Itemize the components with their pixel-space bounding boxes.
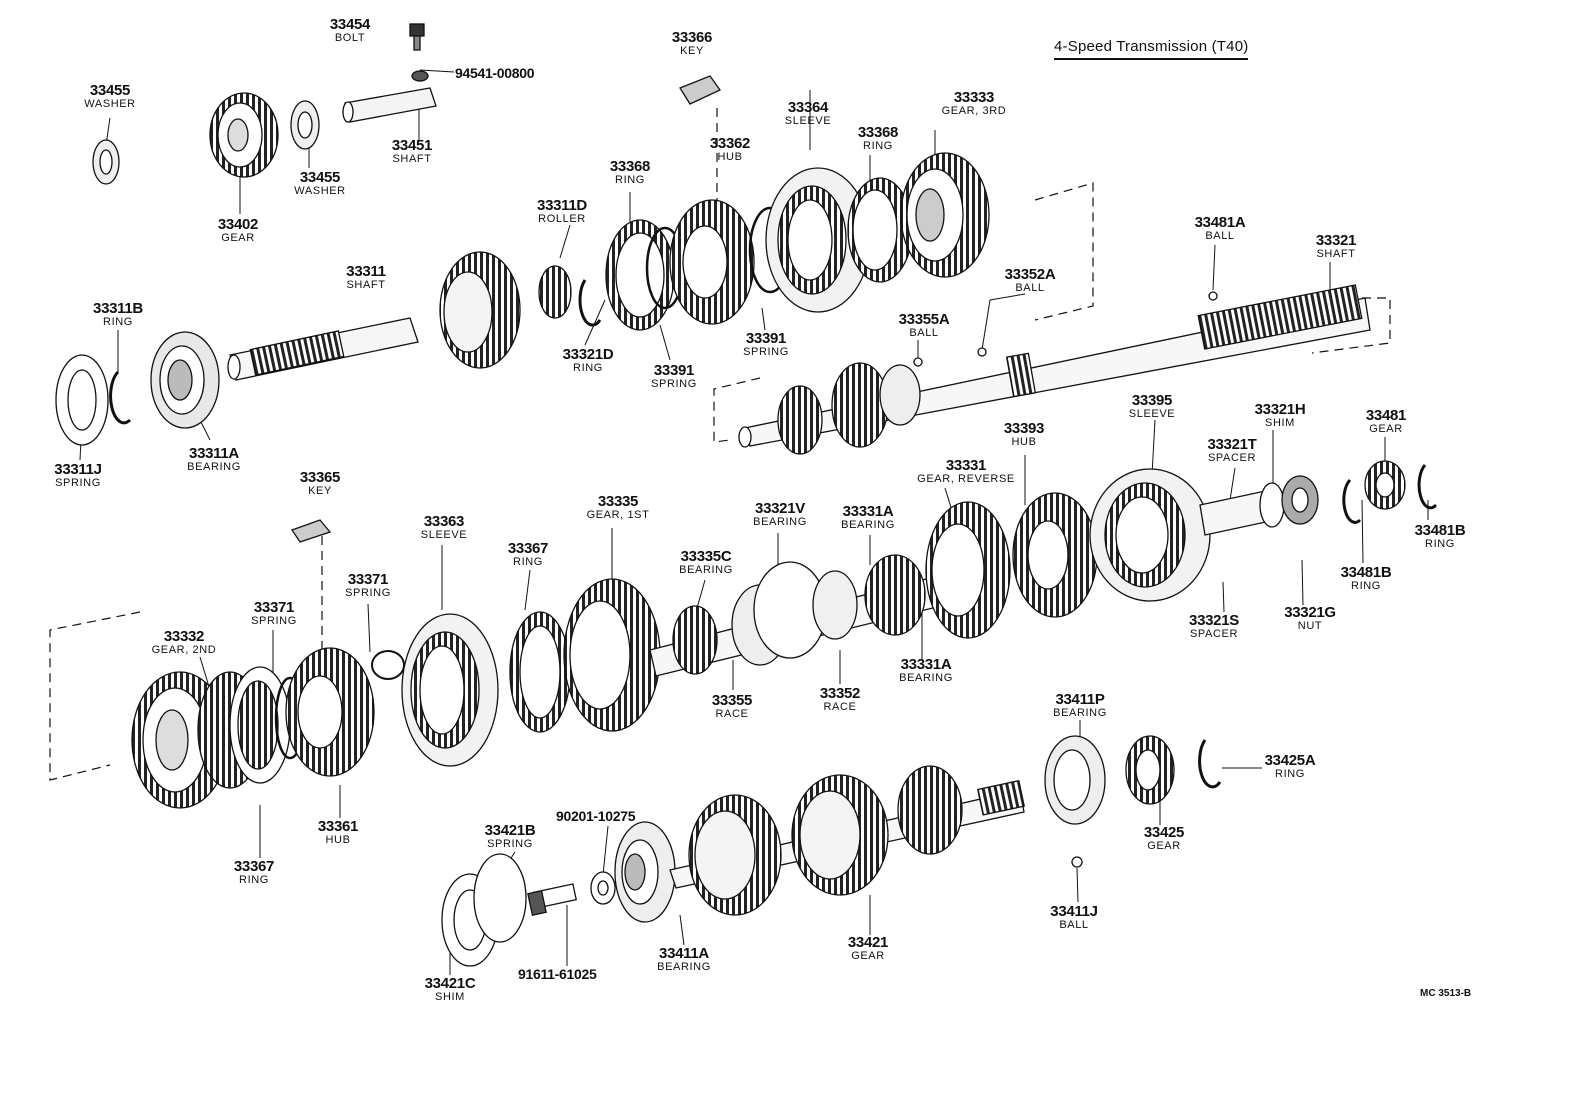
output-shaft-group xyxy=(738,284,1371,455)
main-gear-row xyxy=(131,460,1438,809)
callout-90201-10275: 90201-10275 xyxy=(556,808,636,824)
dashed-brackets xyxy=(49,108,1391,781)
diagram-title: 4-Speed Transmission (T40) xyxy=(1054,38,1249,60)
drawing-code: MC 3513-B xyxy=(1420,988,1472,999)
synchro-3-4-group xyxy=(605,152,990,331)
input-shaft-group xyxy=(55,251,602,446)
callout-94541-00800: 94541-00800 xyxy=(455,65,535,81)
idler-group xyxy=(92,23,721,185)
countershaft-group xyxy=(441,735,1222,967)
callout-91611-61025: 91611-61025 xyxy=(518,966,597,982)
